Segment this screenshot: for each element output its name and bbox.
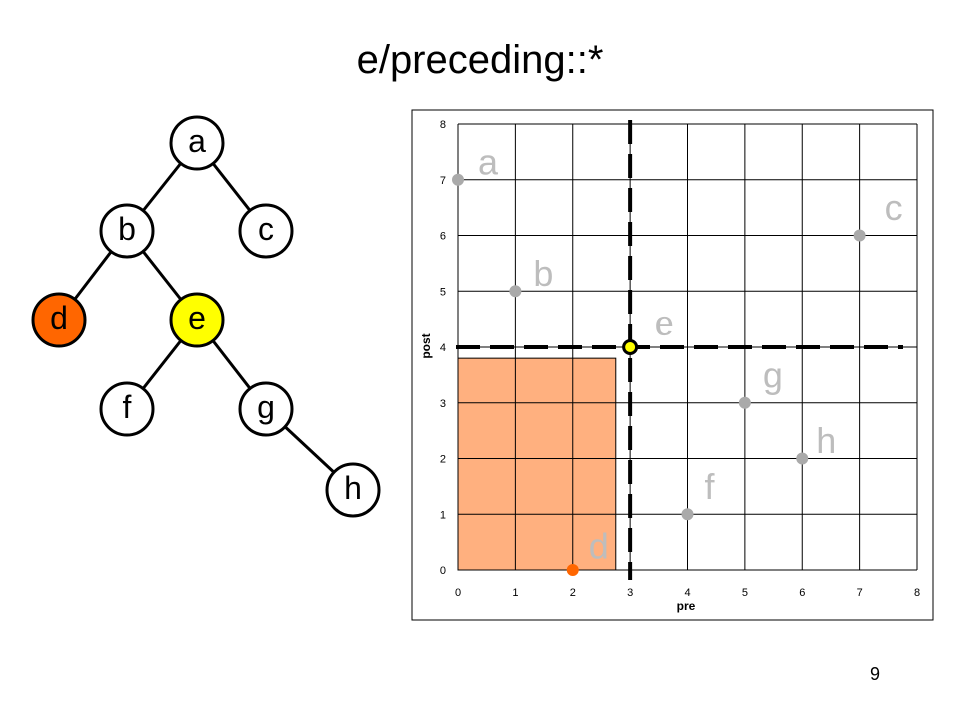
tree-node-f: f (99, 381, 155, 437)
slide-title: e/preceding::* (356, 38, 604, 82)
y-tick-label: 0 (440, 565, 446, 577)
tree-node-circle (169, 115, 225, 171)
x-tick-label: 1 (512, 587, 518, 599)
x-tick-label: 6 (799, 587, 805, 599)
tree-node-label: e (188, 300, 206, 336)
tree-node-h: h (325, 462, 381, 518)
y-tick-label: 6 (440, 231, 446, 243)
tree-node-circle (31, 292, 87, 348)
x-tick-label: 3 (627, 587, 633, 599)
point-d (566, 564, 579, 576)
point-c (853, 229, 866, 242)
tree-node-label: f (123, 389, 132, 425)
point-h (796, 452, 809, 465)
tree-node-label: c (258, 211, 274, 247)
x-tick-label: 7 (857, 587, 863, 599)
point-label-e: e (654, 303, 674, 344)
point-f (681, 508, 694, 521)
tree-node-d: d (31, 292, 87, 348)
y-axis-title: post (419, 333, 433, 358)
y-tick-label: 1 (440, 509, 446, 521)
point-label-f: f (704, 466, 715, 507)
tree-node-circle (99, 381, 155, 437)
tree-node-circle (99, 203, 155, 259)
point-g (738, 396, 751, 409)
tree-node-label: g (257, 389, 275, 425)
y-tick-label: 5 (440, 286, 446, 298)
x-axis-title: pre (677, 599, 696, 613)
point-label-g: g (763, 354, 783, 395)
preceding-region (457, 357, 617, 571)
tree-node-label: d (50, 300, 68, 336)
tree-node-label: a (188, 123, 206, 159)
tree-node-circle (169, 292, 225, 348)
tree-node-c: c (238, 203, 294, 259)
tree-node-label: b (118, 211, 136, 247)
point-label-d: d (589, 526, 609, 567)
point-label-c: c (885, 187, 903, 228)
tree-node-a: a (169, 115, 225, 171)
point-label-b: b (533, 253, 553, 294)
tree-node-circle (325, 462, 381, 518)
y-tick-label: 4 (440, 342, 446, 354)
tree-node-circle (238, 381, 294, 437)
y-tick-label: 8 (440, 119, 446, 131)
y-tick-label: 7 (440, 175, 446, 187)
x-tick-label: 4 (684, 587, 690, 599)
tree-node-label: h (344, 470, 362, 506)
point-label-h: h (816, 420, 836, 461)
x-tick-label: 2 (570, 587, 576, 599)
x-tick-label: 0 (455, 587, 461, 599)
tree-node-e: e (169, 292, 225, 348)
point-b (509, 285, 522, 298)
tree-node-circle (238, 203, 294, 259)
point-a (452, 173, 464, 186)
point-e (622, 339, 639, 355)
tree-node-g: g (238, 381, 294, 437)
page-number: 9 (869, 664, 880, 684)
y-tick-label: 3 (440, 398, 446, 410)
x-tick-label: 8 (914, 587, 920, 599)
point-label-a: a (478, 141, 499, 182)
y-tick-label: 2 (440, 454, 446, 466)
x-tick-label: 5 (742, 587, 748, 599)
tree-node-b: b (99, 203, 155, 259)
